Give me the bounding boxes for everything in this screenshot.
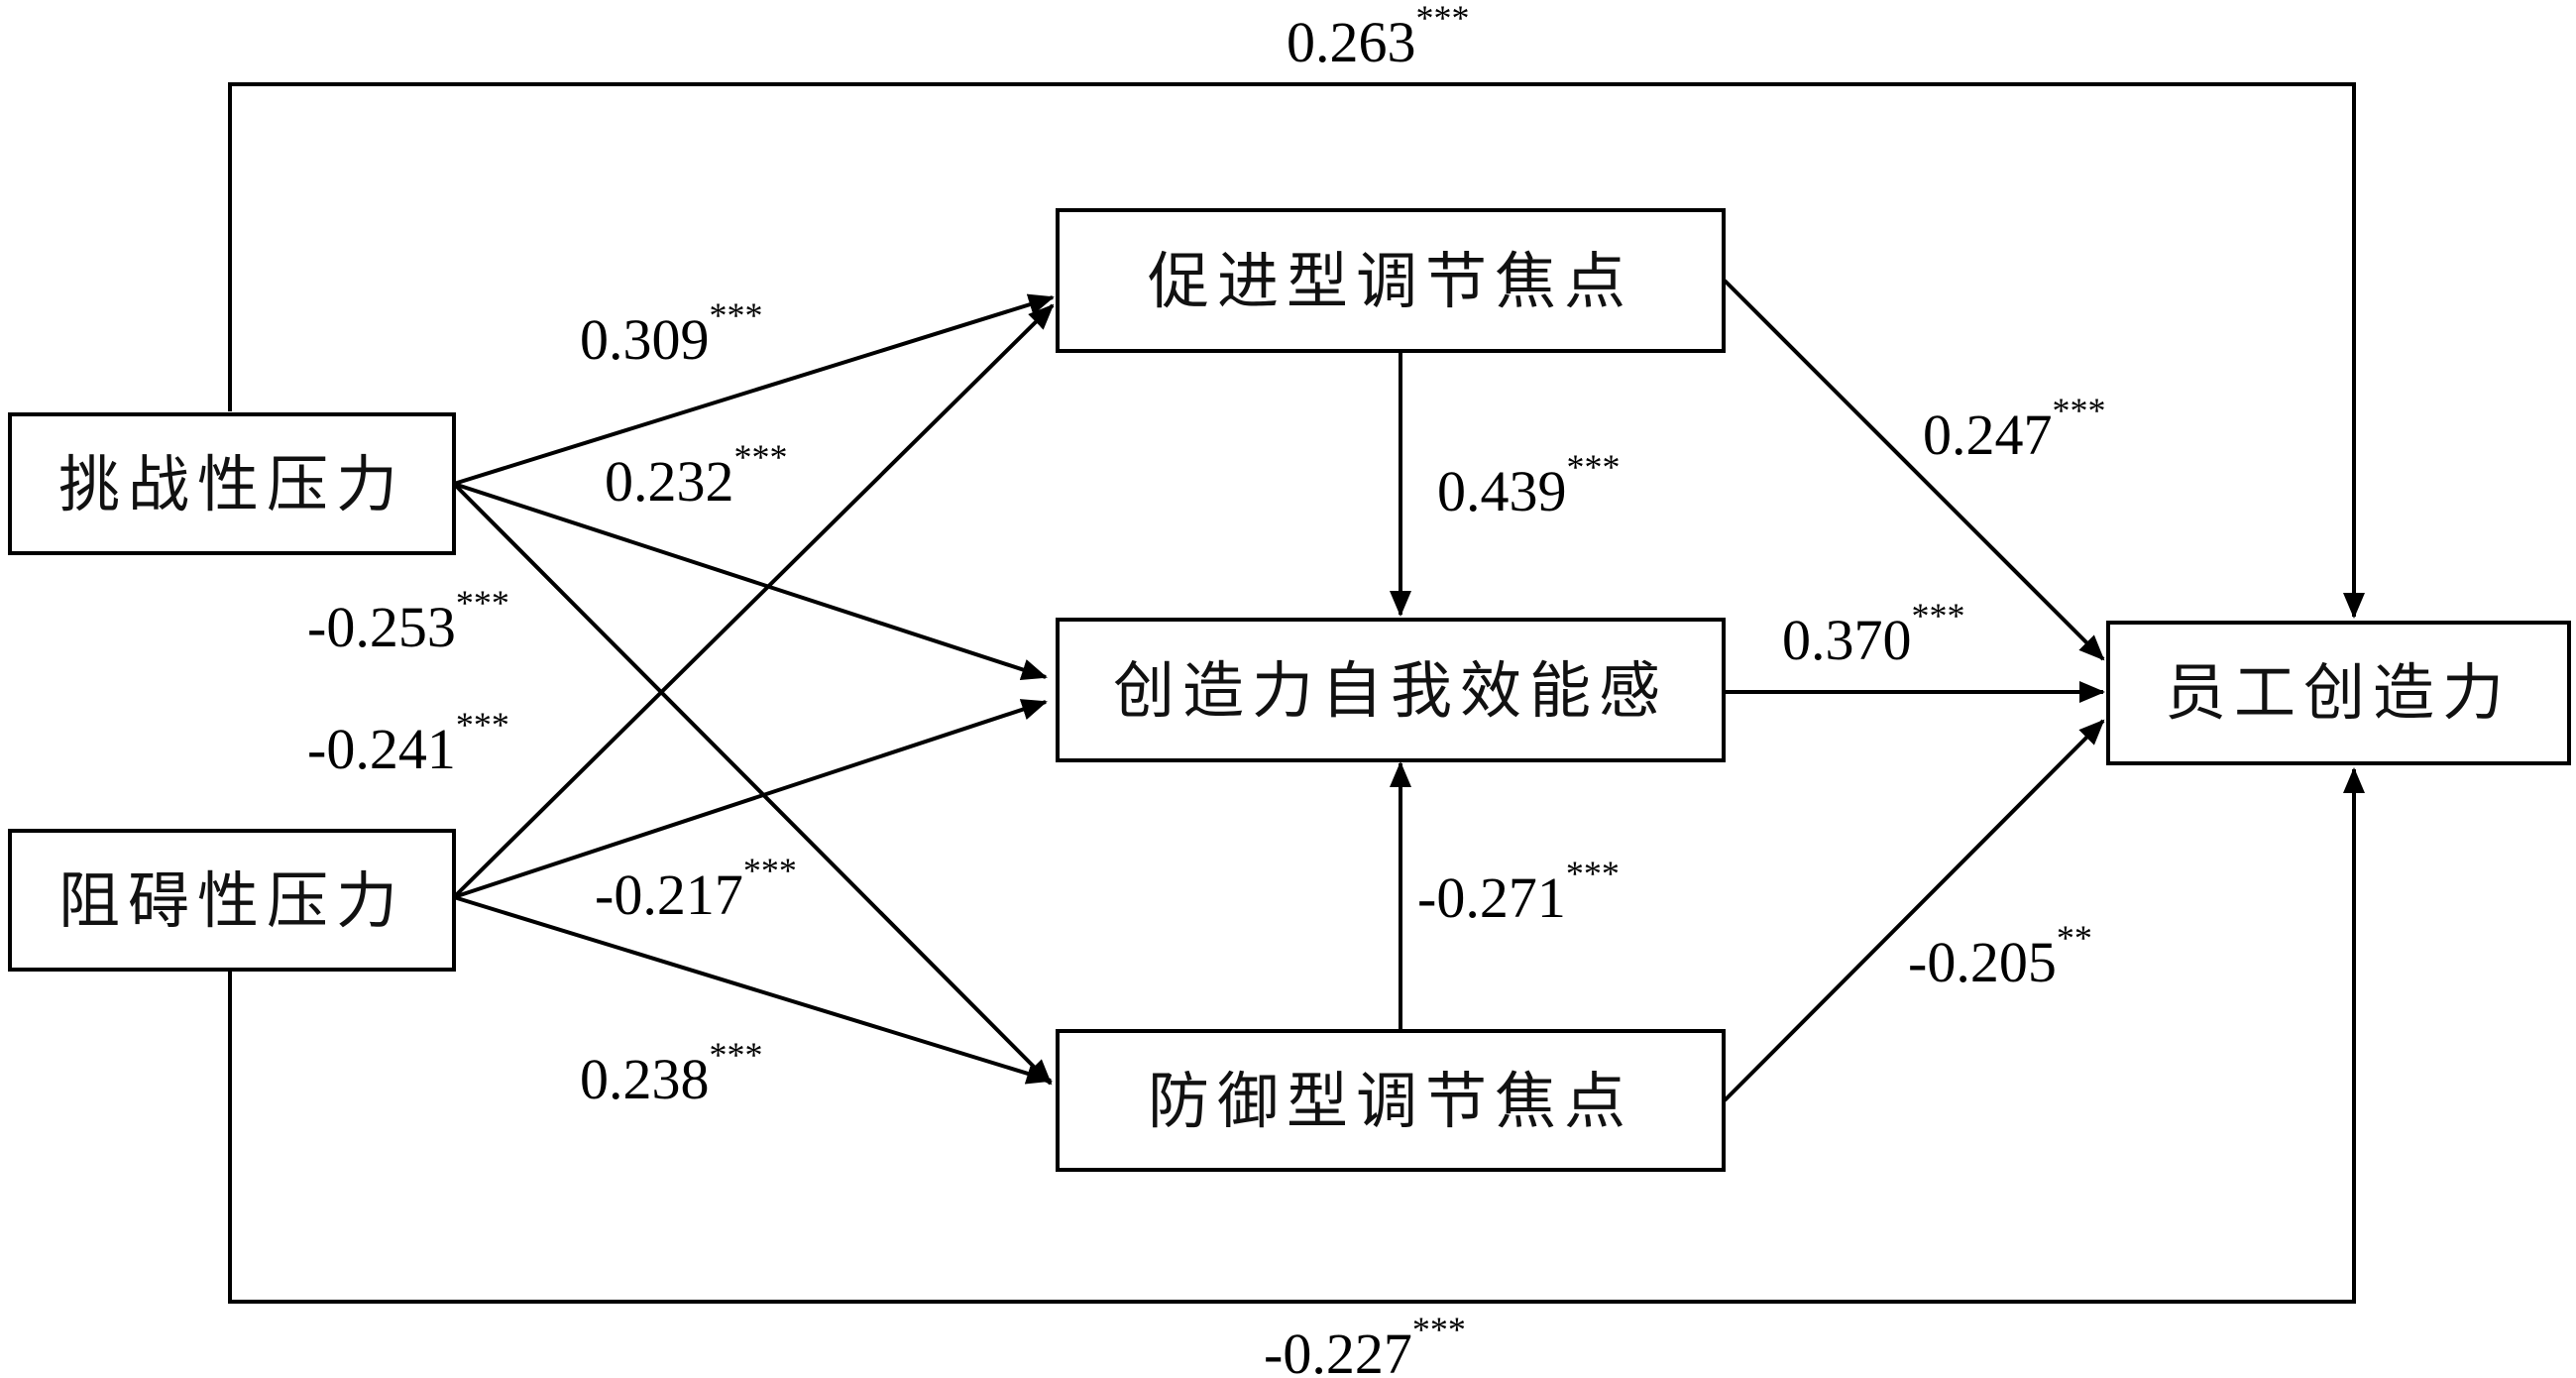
node-label: 阻碍性压力 <box>58 864 405 937</box>
path-line-hindrance-to-prevention <box>453 895 1053 1085</box>
node-challenge-stress: 挑战性压力 <box>8 412 456 555</box>
coef-promotion-to-efficacy: 0.439*** <box>1437 447 1621 523</box>
coef-promotion-to-creativity: 0.247*** <box>1923 391 2106 467</box>
connectors <box>228 82 2365 1304</box>
node-label: 防御型调节焦点 <box>1148 1065 1633 1137</box>
coef-hindrance-to-creativity: -0.227*** <box>1264 1310 1466 1378</box>
node-label: 挑战性压力 <box>58 448 405 520</box>
node-creative-self-efficacy: 创造力自我效能感 <box>1056 618 1726 762</box>
path-line-promotion-to-creativity <box>1723 279 2105 661</box>
path-line-challenge-to-prevention <box>452 482 1053 1086</box>
path-labels: 0.263*** 0.309*** 0.232*** -0.253*** -0.… <box>307 0 2106 1378</box>
path-line-prevention-to-creativity <box>1723 719 2105 1102</box>
coef-challenge-to-promotion: 0.309*** <box>580 295 763 372</box>
node-promotion-focus: 促进型调节焦点 <box>1056 208 1726 353</box>
coef-challenge-to-prevention: -0.253*** <box>307 583 509 659</box>
node-label: 创造力自我效能感 <box>1113 654 1668 727</box>
node-prevention-focus: 防御型调节焦点 <box>1056 1029 1726 1172</box>
coef-challenge-to-creativity: 0.263*** <box>1287 0 1470 74</box>
path-line-hindrance-to-creativity <box>228 767 2365 1304</box>
coef-hindrance-to-promotion: -0.241*** <box>307 705 509 781</box>
path-line-challenge-to-creativity <box>228 82 2365 619</box>
node-hindrance-stress: 阻碍性压力 <box>8 829 456 972</box>
coef-prevention-to-efficacy: -0.271*** <box>1417 854 1620 930</box>
coef-hindrance-to-efficacy: -0.217*** <box>595 851 797 927</box>
coef-hindrance-to-prevention: 0.238*** <box>580 1035 763 1111</box>
node-label: 促进型调节焦点 <box>1148 245 1633 317</box>
node-label: 员工创造力 <box>2165 656 2512 729</box>
path-line-challenge-to-promotion <box>453 293 1055 486</box>
coef-prevention-to-creativity: -0.205** <box>1908 918 2092 994</box>
node-employee-creativity: 员工创造力 <box>2106 621 2571 765</box>
path-line-hindrance-to-efficacy <box>453 699 1048 899</box>
coef-challenge-to-efficacy: 0.232*** <box>605 437 788 514</box>
coef-efficacy-to-creativity: 0.370*** <box>1782 596 1965 672</box>
path-line-challenge-to-efficacy <box>453 482 1048 681</box>
path-line-hindrance-to-promotion <box>452 303 1055 899</box>
